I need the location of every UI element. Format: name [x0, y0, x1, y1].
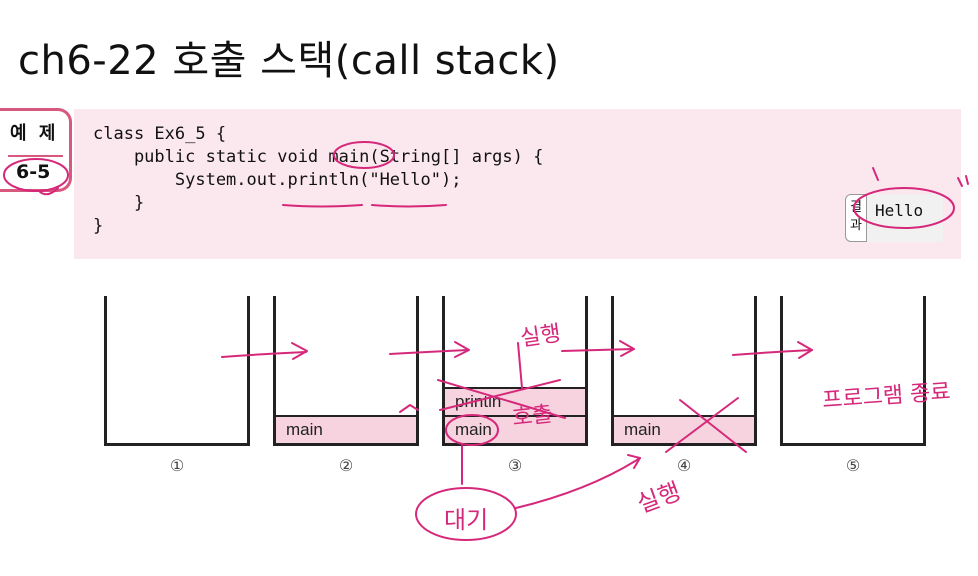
arrow-4-5 — [732, 349, 813, 356]
underline-println — [282, 204, 363, 208]
code-line: class Ex6_5 { — [93, 124, 227, 144]
result-output: Hello — [875, 201, 924, 220]
arrow-1-2 — [221, 351, 307, 358]
step-number: ⑤ — [845, 456, 861, 475]
circle-wait — [415, 487, 517, 541]
arrow-3-4 — [561, 348, 635, 352]
code-listing: class Ex6_5 { public static void main(St… — [93, 123, 543, 238]
example-badge: 예 제 6-5 — [0, 108, 72, 192]
circle-hello-result — [853, 187, 955, 229]
circle-main-code — [333, 141, 395, 169]
step-number: ② — [338, 456, 354, 475]
stack-1 — [104, 296, 250, 446]
step-number: ① — [169, 456, 185, 475]
cross-println-2 — [439, 379, 561, 411]
return-curve — [515, 457, 641, 509]
cross-main-stack4-2 — [665, 397, 739, 453]
cross-println-1 — [437, 379, 566, 419]
circle-example-number — [3, 158, 69, 192]
code-line: System.out.println("Hello"); — [93, 170, 462, 190]
circle-main-stack3 — [445, 414, 499, 446]
stack-frame-main: main — [445, 415, 585, 443]
result-label: 결 과 — [845, 194, 867, 242]
step-number: ④ — [676, 456, 692, 475]
arrow-2-3 — [389, 349, 469, 355]
underline-hello — [371, 204, 447, 208]
result-value-area — [867, 194, 943, 242]
code-block — [74, 109, 961, 259]
example-number: 6-5 — [16, 161, 51, 183]
step-number: ③ — [507, 456, 523, 475]
page-title: ch6-22 호출 스택(call stack) — [18, 38, 560, 84]
code-line: } — [93, 193, 145, 213]
annotation-wait: 대기 — [444, 506, 489, 534]
stack-3: main println — [442, 296, 588, 446]
example-divider — [8, 155, 63, 157]
result-box: 결 과 Hello — [845, 194, 943, 242]
code-line: public static void main(String[] args) { — [93, 147, 544, 167]
example-label: 예 제 — [10, 123, 59, 144]
code-line: } — [93, 216, 104, 236]
annotation-call: 호출 — [511, 401, 554, 432]
stack-frame-main: main — [276, 415, 416, 443]
stack-5 — [780, 296, 926, 446]
cross-main-stack4-1 — [679, 399, 747, 453]
annotation-run-top: 실행 — [518, 321, 563, 352]
stack-2: main — [273, 296, 419, 446]
